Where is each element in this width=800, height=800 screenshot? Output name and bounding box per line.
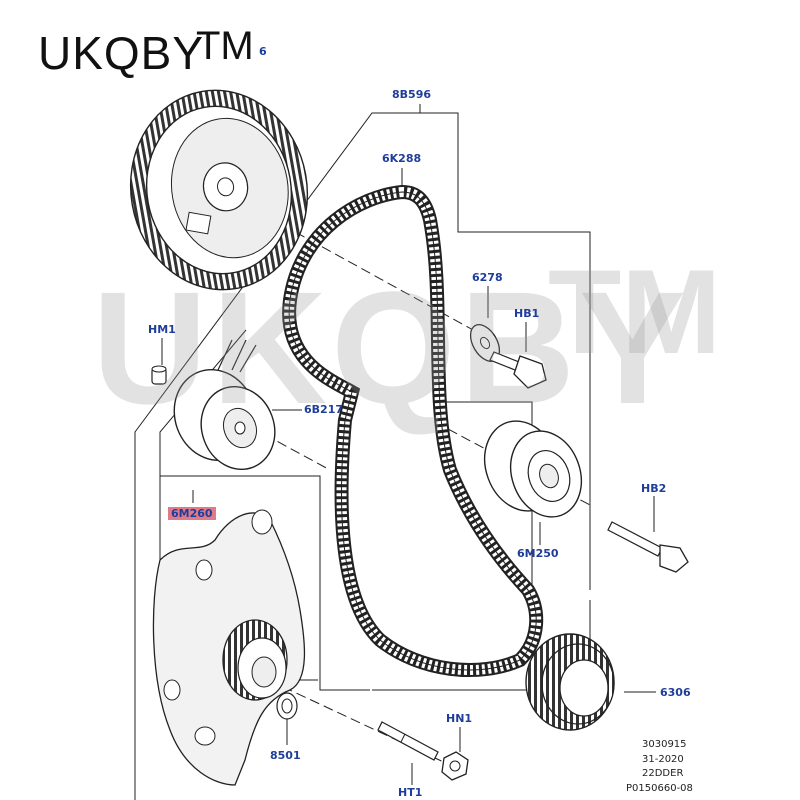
label-hn1: HN1 xyxy=(446,712,473,725)
label-6278: 6278 xyxy=(472,271,503,284)
doc-ref-line: P0150660-08 xyxy=(626,782,693,794)
label-6k288: 6K288 xyxy=(382,152,422,165)
water-pump xyxy=(152,509,306,786)
watermark-trademark: TM xyxy=(548,245,722,379)
label-6m260: 6M260 xyxy=(168,507,216,520)
label-6: 6 xyxy=(259,45,267,58)
leader-lines xyxy=(161,104,656,785)
doc-ref-line: 31-2020 xyxy=(642,753,684,765)
bolt-hb1 xyxy=(489,351,547,389)
dowel-hm1 xyxy=(151,365,167,385)
label-8b596: 8B596 xyxy=(392,88,431,101)
label-6306: 6306 xyxy=(660,686,691,699)
label-6m250: 6M250 xyxy=(517,547,559,560)
nut-hn1 xyxy=(441,751,469,781)
bolt-hb2 xyxy=(607,521,689,573)
brand-trademark: TM xyxy=(196,24,254,68)
brand-logo: UKQBY xyxy=(38,27,205,79)
timing-belt xyxy=(282,184,544,678)
stud-ht1 xyxy=(377,721,439,761)
doc-ref-line: 3030915 xyxy=(642,739,687,750)
label-hb2: HB2 xyxy=(641,482,667,495)
camshaft-sprocket xyxy=(129,89,309,291)
document-reference: 3030915 31-2020 22DDER P0150660-08 xyxy=(626,738,693,796)
crankshaft-sprocket xyxy=(525,633,615,731)
tensioner-pulley xyxy=(173,339,276,471)
doc-ref-line: 22DDER xyxy=(642,768,684,779)
label-hm1: HM1 xyxy=(148,323,176,336)
label-6b217: 6B217 xyxy=(304,403,343,416)
label-8501: 8501 xyxy=(270,749,301,762)
watermark-text: UKQBY xyxy=(92,258,690,437)
idler-pulley xyxy=(483,420,583,518)
label-ht1: HT1 xyxy=(398,786,423,799)
label-hb1: HB1 xyxy=(514,307,540,320)
